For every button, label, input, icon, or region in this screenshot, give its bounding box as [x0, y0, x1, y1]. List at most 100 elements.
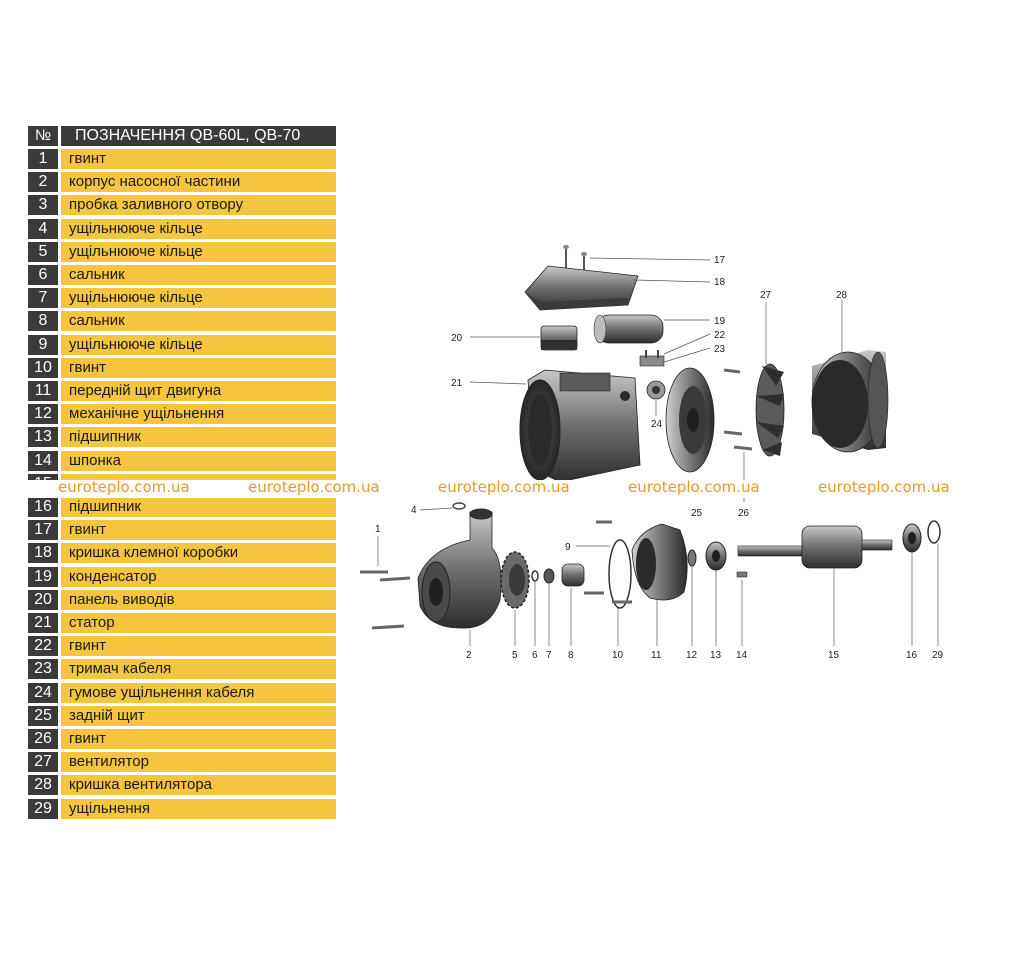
part-number: 20: [28, 589, 58, 610]
part-name: тримач кабеля: [61, 659, 336, 680]
part-number: 2: [28, 172, 58, 193]
part-20-terminal-panel: [540, 325, 578, 351]
part-5-impeller: [500, 551, 530, 609]
part-name: ущільнююче кільце: [61, 334, 336, 355]
part-name: кришка клемної коробки: [61, 543, 336, 564]
watermark-text: euroteplo.com.ua: [438, 478, 570, 496]
label-14: 14: [736, 650, 748, 661]
watermark-text: euroteplo.com.ua: [818, 478, 950, 496]
part-19-capacitor: [593, 314, 664, 344]
part-number: 29: [28, 798, 58, 819]
lower-leader-lines: [377, 507, 939, 646]
part-13-bearing: [705, 541, 727, 571]
watermark-text: euroteplo.com.ua: [58, 478, 190, 496]
part-9-seal-ring: [608, 539, 632, 609]
part-number: 18: [28, 543, 58, 564]
part-number: 8: [28, 311, 58, 332]
part-name: задній щит: [61, 705, 336, 726]
part-number: 6: [28, 265, 58, 285]
label-28: 28: [836, 290, 848, 301]
part-name: ущільнення: [61, 798, 336, 819]
part-name: гвинт: [61, 357, 336, 378]
label-1: 1: [375, 524, 381, 535]
part-number: 9: [28, 334, 58, 355]
label-11: 11: [651, 650, 662, 661]
part-25-rear-shield: [665, 367, 715, 473]
label-6: 6: [532, 650, 538, 661]
part-18-terminal-cover: [524, 265, 639, 311]
part-number: 27: [28, 752, 58, 773]
table-header: № ПОЗНАЧЕННЯ QB-60L, QB-70: [28, 126, 336, 146]
label-20: 20: [451, 333, 463, 344]
part-number: 5: [28, 241, 58, 262]
label-13: 13: [710, 650, 722, 661]
part-name: конденсатор: [61, 566, 336, 587]
part-number: 23: [28, 659, 58, 680]
part-name: ущільнююче кільце: [61, 218, 336, 239]
part-name: підшипник: [61, 497, 336, 517]
part-22-23-cable-holder: [639, 350, 665, 367]
part-16-bearing: [902, 523, 922, 553]
part-4-seal-ring: [452, 502, 466, 510]
part-29-seal: [927, 520, 941, 544]
part-21-stator: [519, 369, 641, 483]
part-12-mechanical-seal: [687, 549, 697, 567]
label-25: 25: [691, 508, 703, 519]
part-number: 22: [28, 636, 58, 657]
part-number: 28: [28, 775, 58, 796]
part-name: вентилятор: [61, 752, 336, 773]
label-2: 2: [466, 650, 472, 661]
part-number: 26: [28, 729, 58, 749]
part-name: гумове ущільнення кабеля: [61, 682, 336, 703]
part-11-front-shield: [631, 523, 688, 601]
label-29: 29: [932, 650, 944, 661]
label-7: 7: [546, 650, 552, 661]
part-number: 4: [28, 218, 58, 239]
label-19: 19: [714, 316, 726, 327]
part-number: 21: [28, 613, 58, 633]
part-name: кришка вентилятора: [61, 775, 336, 796]
part-2-pump-housing: [417, 508, 502, 629]
part-name: сальник: [61, 311, 336, 332]
label-22: 22: [714, 330, 726, 341]
header-number: №: [28, 126, 58, 146]
part-number: 24: [28, 682, 58, 703]
part-number: 1: [28, 149, 58, 169]
part-name: гвинт: [61, 520, 336, 541]
part-name: гвинт: [61, 729, 336, 749]
part-number: 13: [28, 427, 58, 448]
label-17: 17: [714, 255, 726, 266]
label-5: 5: [512, 650, 518, 661]
part-number: 10: [28, 357, 58, 378]
part-number: 25: [28, 705, 58, 726]
part-number: 16: [28, 497, 58, 517]
label-8: 8: [568, 650, 574, 661]
label-12: 12: [686, 650, 698, 661]
part-number: 17: [28, 520, 58, 541]
part-27-fan: [755, 363, 785, 457]
part-number: 7: [28, 288, 58, 309]
watermark-band: [0, 480, 1024, 498]
